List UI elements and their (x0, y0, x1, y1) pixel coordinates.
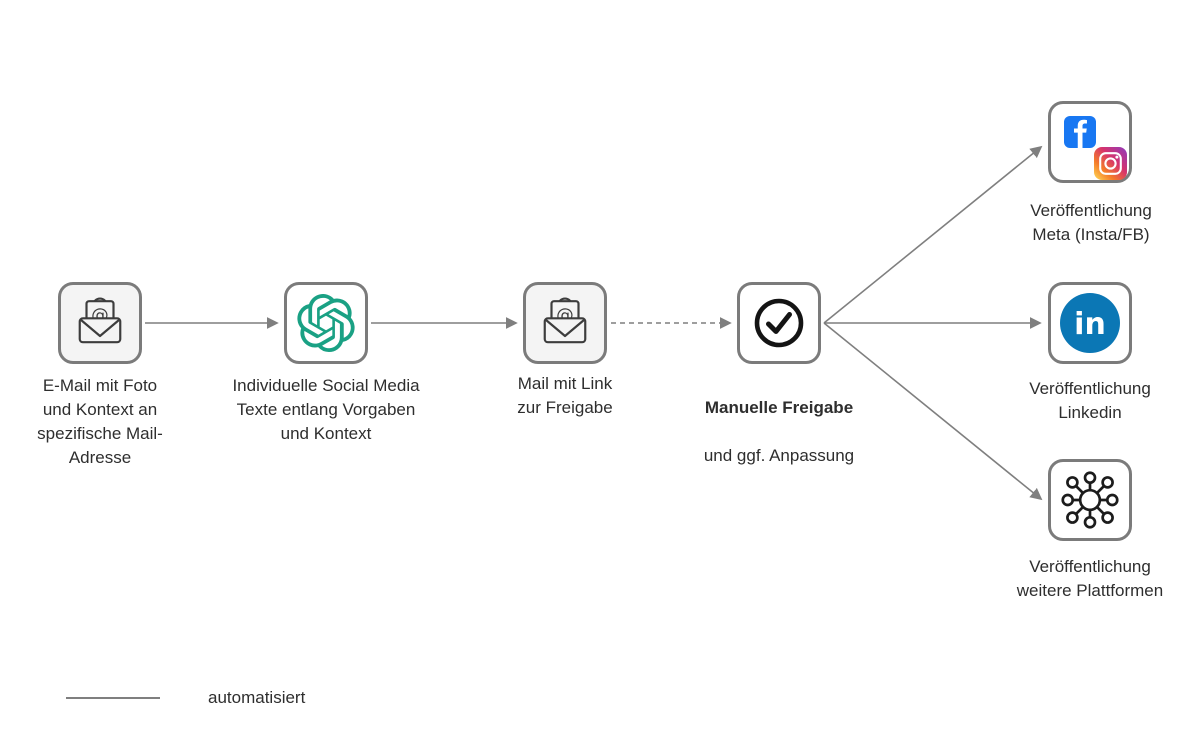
email-envelope-at-icon: @ (543, 297, 587, 344)
legend: automatisiert (66, 688, 305, 708)
connector-approval-to-meta (823, 145, 1043, 324)
label-other-platforms: Veröffentlichung weitere Plattformen (1016, 557, 1164, 600)
label-approval: Manuelle Freigabe und ggf. Anpassung (659, 372, 899, 492)
label-email-input: E-Mail mit Foto und Kontext an spezifisc… (37, 376, 163, 467)
label-linkedin: Veröffentlichung Linkedin (1029, 379, 1151, 422)
network-hub-icon (1061, 471, 1119, 529)
node-other-platforms-box (1048, 459, 1132, 541)
label-approval-bold: Manuelle Freigabe (704, 398, 854, 417)
label-chatgpt: Individuelle Social Media Texte entlang … (232, 376, 420, 443)
linkedin-in-glyph: in (1074, 307, 1106, 342)
check-circle-icon (754, 298, 804, 348)
node-mail-link-box: @ (523, 282, 607, 364)
instagram-icon (1094, 147, 1127, 180)
connector-approval-to-other (823, 322, 1043, 501)
chatgpt-logo-icon (297, 294, 355, 352)
node-meta-box (1048, 101, 1132, 183)
node-approval-box (737, 282, 821, 364)
node-email-input-box: @ (58, 282, 142, 364)
email-envelope-at-icon: @ (78, 297, 122, 344)
label-approval-rest: und ggf. Anpassung (703, 446, 855, 465)
facebook-icon (1064, 116, 1096, 148)
legend-label: automatisiert (208, 688, 306, 707)
legend-line (66, 697, 160, 699)
node-linkedin-box: in (1048, 282, 1132, 364)
label-meta: Veröffentlichung Meta (Insta/FB) (1030, 201, 1152, 244)
linkedin-icon: in (1060, 293, 1120, 353)
node-chatgpt-box (284, 282, 368, 364)
label-mail-link: Mail mit Link zur Freigabe (517, 374, 613, 417)
